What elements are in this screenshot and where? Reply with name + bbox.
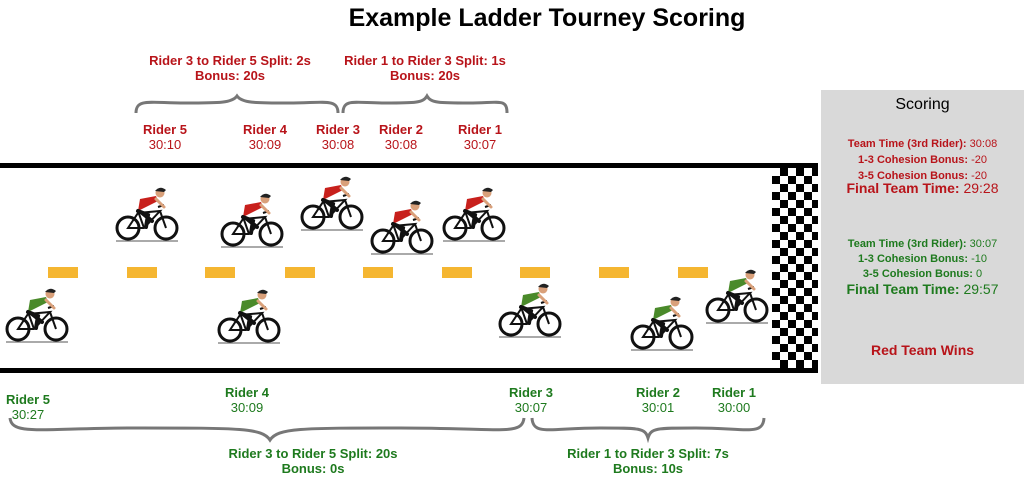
green-rider-2-name: Rider 2 [635, 385, 681, 400]
red-rider-4-time: 30:09 [248, 137, 282, 152]
green-split-3-5-bonus: Bonus: 0s [281, 461, 345, 476]
red-team-time-label: Team Time (3rd Rider): [847, 138, 967, 150]
green-rider-1-name: Rider 1 [711, 385, 757, 400]
red-rider-1-label: Rider 1 30:07 [445, 122, 515, 152]
red-cyclist-5-icon [114, 185, 180, 243]
red-cohesion-35-value: -20 [971, 170, 987, 182]
green-final-value: 29:57 [963, 281, 999, 297]
green-rider-5-time: 30:27 [11, 407, 45, 422]
red-rider-3-label: Rider 3 30:08 [303, 122, 373, 152]
red-cyclist-3-icon [299, 174, 365, 232]
green-rider-2-time: 30:01 [641, 400, 675, 415]
red-team-time-row: Team Time (3rd Rider): 30:08 [821, 136, 1024, 152]
red-final-row: Final Team Time: 29:28 [821, 180, 1024, 196]
green-team-time-row: Team Time (3rd Rider): 30:07 [821, 236, 1024, 252]
red-cyclist-2-icon [369, 198, 435, 256]
red-rider-5-label: Rider 5 30:10 [130, 122, 200, 152]
green-cyclist-1-icon [704, 267, 770, 325]
green-split-3-5: Rider 3 to Rider 5 Split: 20s Bonus: 0s [200, 446, 426, 476]
red-split-3-5-bonus: Bonus: 20s [194, 68, 266, 83]
green-cohesion-13-row: 1-3 Cohesion Bonus: -10 [821, 251, 1024, 267]
scoring-title: Scoring [895, 96, 950, 113]
red-rider-4-name: Rider 4 [242, 122, 288, 137]
green-cyclist-3-icon [497, 281, 563, 339]
page-title: Example Ladder Tourney Scoring [348, 4, 746, 32]
checkered-finish-flag [772, 168, 818, 368]
green-cohesion-13-label: 1-3 Cohesion Bonus: [858, 253, 969, 265]
green-split-1-3-text: Rider 1 to Rider 3 Split: 7s [567, 446, 729, 461]
red-rider-2-time: 30:08 [384, 137, 418, 152]
green-rider-5-label: Rider 5 30:27 [0, 392, 56, 422]
green-split-1-3-bonus: Bonus: 10s [612, 461, 684, 476]
lane-dash [678, 267, 708, 278]
red-split-3-5: Rider 3 to Rider 5 Split: 2s Bonus: 20s [130, 53, 330, 83]
green-rider-4-name: Rider 4 [224, 385, 270, 400]
red-final-label: Final Team Time: [846, 180, 960, 196]
track-top-line [0, 163, 818, 168]
red-split-3-5-text: Rider 3 to Rider 5 Split: 2s [149, 53, 311, 68]
red-rider-5-time: 30:10 [148, 137, 182, 152]
green-rider-3-label: Rider 3 30:07 [496, 385, 566, 415]
green-cohesion-13-value: -10 [971, 253, 987, 265]
track-bottom-line [0, 368, 818, 373]
red-rider-2-label: Rider 2 30:08 [366, 122, 436, 152]
green-cyclist-4-icon [216, 287, 282, 345]
red-cyclist-1-icon [441, 185, 507, 243]
red-cohesion-35-label: 3-5 Cohesion Bonus: [858, 170, 969, 182]
lane-dash [205, 267, 235, 278]
green-brace-3-5 [8, 417, 526, 443]
green-cohesion-35-row: 3-5 Cohesion Bonus: 0 [821, 266, 1024, 282]
red-rider-5-name: Rider 5 [142, 122, 188, 137]
green-cyclist-2-icon [629, 294, 695, 352]
green-rider-3-time: 30:07 [514, 400, 548, 415]
lane-dash [363, 267, 393, 278]
red-rider-1-time: 30:07 [463, 137, 497, 152]
lane-dash [127, 267, 157, 278]
green-split-1-3: Rider 1 to Rider 3 Split: 7s Bonus: 10s [548, 446, 748, 476]
green-rider-5-name: Rider 5 [5, 392, 51, 407]
green-brace-1-3 [530, 417, 766, 444]
lane-dash [520, 267, 550, 278]
red-cohesion-13-label: 1-3 Cohesion Bonus: [858, 154, 969, 166]
green-final-label: Final Team Time: [846, 281, 960, 297]
red-rider-3-time: 30:08 [321, 137, 355, 152]
green-rider-1-label: Rider 1 30:00 [699, 385, 769, 415]
green-team-time-value: 30:07 [969, 238, 998, 250]
red-split-1-3: Rider 1 to Rider 3 Split: 1s Bonus: 20s [325, 53, 525, 83]
scoring-panel: Scoring Team Time (3rd Rider): 30:08 1-3… [821, 90, 1024, 384]
red-rider-3-name: Rider 3 [315, 122, 361, 137]
red-split-1-3-text: Rider 1 to Rider 3 Split: 1s [344, 53, 506, 68]
green-final-row: Final Team Time: 29:57 [821, 281, 1024, 297]
red-rider-2-name: Rider 2 [378, 122, 424, 137]
red-rider-1-name: Rider 1 [457, 122, 503, 137]
red-brace-1-3 [341, 92, 509, 114]
red-cyclist-4-icon [219, 191, 285, 249]
red-rider-4-label: Rider 4 30:09 [230, 122, 300, 152]
green-rider-4-label: Rider 4 30:09 [212, 385, 282, 415]
red-cohesion-13-value: -20 [971, 154, 987, 166]
lane-dash [48, 267, 78, 278]
lane-dash [442, 267, 472, 278]
result-text: Red Team Wins [870, 342, 975, 358]
lane-dash [285, 267, 315, 278]
red-cohesion-35-row: 3-5 Cohesion Bonus: -20 [821, 168, 1024, 184]
green-rider-4-time: 30:09 [230, 400, 264, 415]
red-cohesion-13-row: 1-3 Cohesion Bonus: -20 [821, 152, 1024, 168]
green-cyclist-5-icon [4, 286, 70, 344]
red-team-time-value: 30:08 [969, 138, 998, 150]
green-split-3-5-text: Rider 3 to Rider 5 Split: 20s [228, 446, 398, 461]
lane-dash [599, 267, 629, 278]
green-rider-2-label: Rider 2 30:01 [623, 385, 693, 415]
green-team-time-label: Team Time (3rd Rider): [847, 238, 967, 250]
red-final-value: 29:28 [963, 180, 999, 196]
red-split-1-3-bonus: Bonus: 20s [389, 68, 461, 83]
green-rider-3-name: Rider 3 [508, 385, 554, 400]
red-brace-3-5 [134, 93, 340, 114]
green-cohesion-35-value: 0 [975, 268, 983, 280]
green-cohesion-35-label: 3-5 Cohesion Bonus: [862, 268, 973, 280]
green-rider-1-time: 30:00 [717, 400, 751, 415]
